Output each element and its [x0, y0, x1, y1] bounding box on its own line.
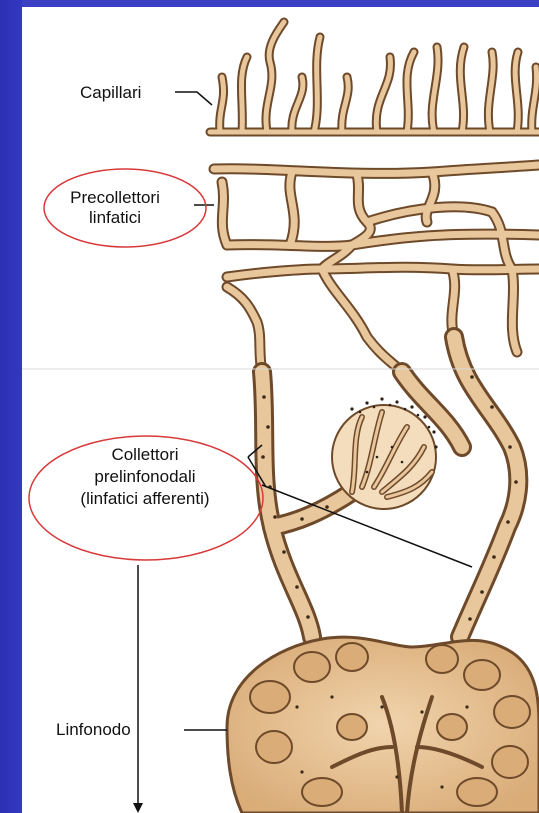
label-precollettori-line2: linfatici [40, 208, 190, 228]
label-collettori-line2: prelinfonodali [30, 467, 260, 487]
label-collettori-line1: Collettori [30, 445, 260, 465]
illustration-panel: Capillari Precollettori linfatici Collet… [22, 7, 539, 813]
capillaries-network [210, 22, 539, 132]
precollectors-network [214, 165, 539, 372]
slide-side-stripe [0, 0, 22, 813]
lymphatic-system-diagram [22, 7, 539, 813]
glandular-structure [332, 397, 438, 509]
label-collettori-line3: (linfatici afferenti) [30, 489, 260, 509]
label-capillari: Capillari [80, 83, 141, 103]
down-arrow [133, 565, 143, 813]
label-precollettori-line1: Precollettori [40, 188, 190, 208]
lymph-node-illustration [227, 637, 539, 813]
label-linfonodo: Linfonodo [56, 720, 131, 740]
